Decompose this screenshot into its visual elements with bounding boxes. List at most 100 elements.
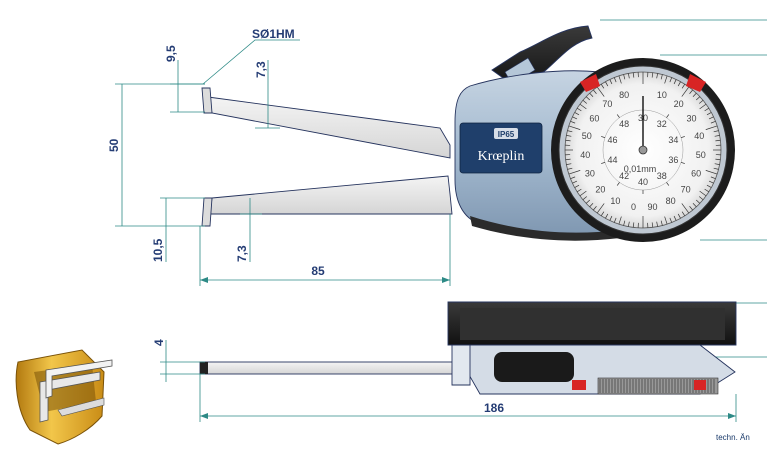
- dial-tick: [609, 79, 613, 85]
- dial-tick: [651, 222, 654, 228]
- dial-tick: [632, 72, 635, 78]
- dial-tick: [613, 217, 617, 223]
- dial-outer-number: 60: [691, 168, 701, 178]
- ip-rating: IP65: [498, 130, 515, 139]
- dial-inner-tick: [601, 162, 606, 164]
- dial-tick: [566, 135, 572, 137]
- tip-detail-illustration: [15, 349, 113, 445]
- side-marker-left: [572, 380, 586, 390]
- dial-tick: [600, 211, 605, 217]
- dial-tick: [705, 170, 718, 175]
- bezel-knurl: [599, 379, 715, 393]
- dial-tick: [673, 215, 677, 221]
- dial-tick: [715, 139, 721, 142]
- dial-tick: [699, 196, 704, 200]
- dial-tick: [593, 206, 597, 211]
- dial-tick: [715, 158, 721, 161]
- dial-tick: [600, 83, 605, 89]
- dial-tick: [576, 188, 582, 193]
- dial-tick: [708, 180, 714, 184]
- dial-outer-number: 20: [595, 184, 605, 194]
- dial-inner-number: 32: [657, 119, 667, 129]
- dial-tick: [628, 221, 630, 227]
- dial-tick: [699, 100, 704, 104]
- dial-tick: [589, 202, 594, 208]
- dial-tick: [576, 107, 582, 112]
- dial-tick: [660, 220, 663, 226]
- tip-label: SØ1HM: [252, 27, 295, 41]
- dial-tick: [656, 73, 658, 79]
- dial-tick: [566, 163, 572, 165]
- dial-outer-number: 50: [582, 131, 592, 141]
- dial-inner-tick: [616, 182, 620, 186]
- dial-tick: [568, 125, 581, 130]
- dial-outer-number: 30: [687, 113, 697, 123]
- dial-tick: [579, 190, 587, 197]
- dial-tick: [582, 100, 587, 104]
- dial-inner-number: 44: [608, 155, 618, 165]
- dial-inner-tick: [666, 182, 670, 186]
- dim-lower-jaw: 7,3: [235, 245, 249, 262]
- top-dimensions: SØ1HM 9,5 7,3 50 10,5 7,3 85: [107, 27, 451, 286]
- dial-tick: [681, 203, 690, 214]
- dial-tick: [585, 96, 591, 101]
- dial-tick: [609, 215, 613, 221]
- upper-jaw: [201, 87, 451, 159]
- dial-tick: [656, 221, 658, 227]
- dial-tick: [664, 216, 668, 225]
- dial-outer-number: 0: [631, 202, 636, 212]
- dial-outer-number: 90: [648, 202, 658, 212]
- dial-tick: [681, 83, 686, 89]
- dial-outer-number: 80: [619, 90, 629, 100]
- dial-inner-tick: [616, 114, 620, 118]
- dim-range: 50: [107, 138, 121, 152]
- dial-tick: [713, 167, 719, 170]
- dial-tick: [710, 120, 716, 124]
- dial-tick: [664, 75, 668, 84]
- dial-tick: [699, 103, 707, 110]
- dim-overall-length: 186: [484, 401, 504, 415]
- tolerance-marker-left: [580, 74, 600, 92]
- dial-tick: [618, 216, 622, 225]
- dial-tick: [692, 92, 697, 98]
- dial-outer-number: 40: [694, 131, 704, 141]
- dial-tick: [567, 167, 573, 170]
- dial-tick: [681, 211, 686, 217]
- dial-tick: [669, 217, 673, 223]
- dial-tick: [651, 72, 654, 78]
- dial-ticks: [565, 72, 721, 228]
- dial-tick: [713, 130, 719, 133]
- dial-outer-number: 80: [666, 196, 676, 206]
- dial-tick: [677, 81, 681, 87]
- dial-outer-number: 70: [681, 184, 691, 194]
- side-marker-right: [694, 380, 706, 390]
- dial-inner-tick: [680, 162, 685, 164]
- dial-tick: [613, 77, 617, 83]
- dial-outer-number: 40: [580, 150, 590, 160]
- dial-tick: [704, 107, 710, 112]
- dial-tick: [623, 74, 626, 80]
- dial-inner-tick: [601, 136, 606, 138]
- side-dimensions: 4 186: [152, 339, 737, 422]
- dim-upper-jaw: 7,3: [254, 61, 268, 78]
- dial-tick: [681, 86, 690, 97]
- dial-inner-number: 48: [619, 119, 629, 129]
- brand-plate: IP65 Krœplin: [459, 122, 543, 174]
- dial-inner-number: 36: [668, 155, 678, 165]
- dial-tick: [574, 184, 580, 188]
- dial-tick: [572, 180, 578, 184]
- dial-outer-number: 10: [610, 196, 620, 206]
- dial-tick: [708, 116, 714, 120]
- dial-tick: [706, 184, 712, 188]
- dial-tick: [589, 92, 594, 98]
- dial-outer-number: 60: [589, 113, 599, 123]
- dial-inner-number: 38: [657, 171, 667, 181]
- dial-outer-number: 70: [602, 99, 612, 109]
- dial-tick: [605, 81, 609, 87]
- dial-inner-number: 42: [619, 171, 629, 181]
- dial-tick: [710, 176, 716, 180]
- tolerance-marker-right: [686, 74, 706, 92]
